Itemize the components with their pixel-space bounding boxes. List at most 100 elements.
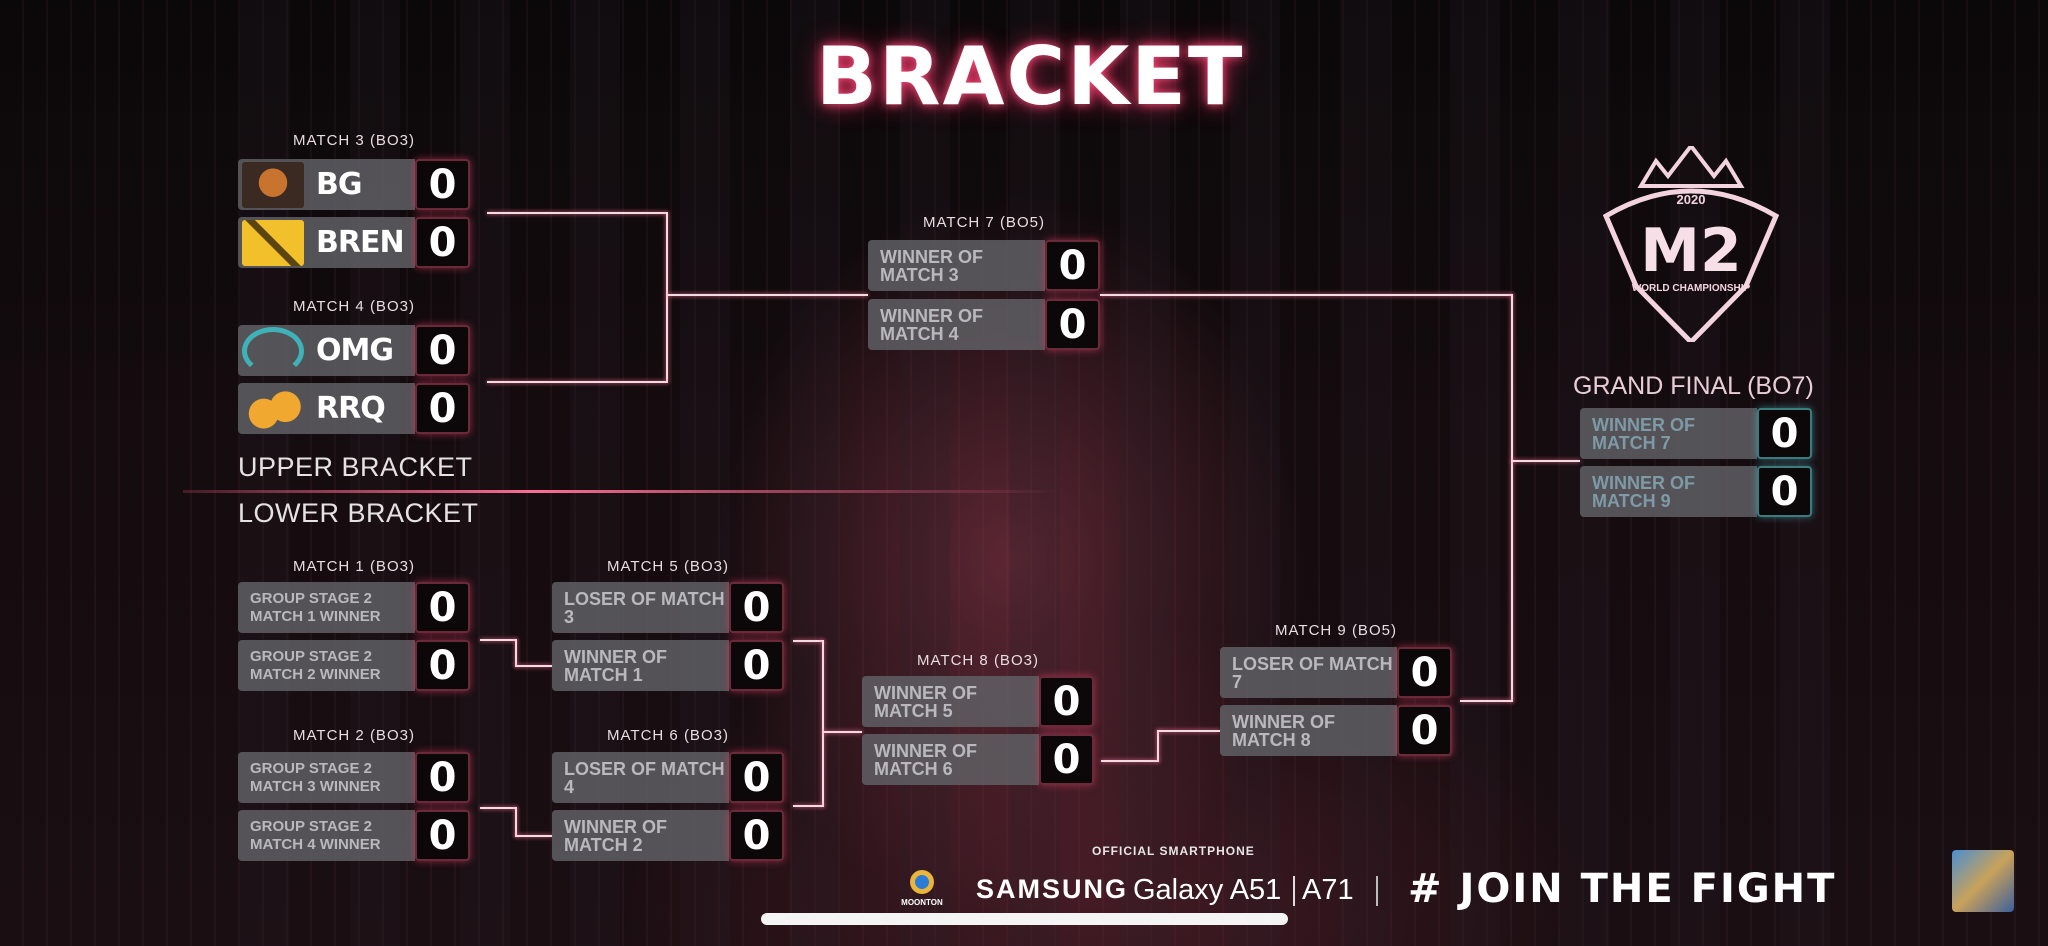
slot-name: WINNER OF MATCH 8	[1220, 705, 1397, 756]
connector	[1511, 294, 1513, 702]
score: 0	[415, 383, 470, 434]
score: 0	[1397, 705, 1452, 756]
score: 0	[415, 810, 470, 861]
connector	[487, 212, 667, 214]
score: 0	[729, 752, 784, 803]
score: 0	[729, 640, 784, 691]
match-1-label: MATCH 1 (BO3)	[293, 558, 415, 575]
connector	[515, 835, 552, 837]
galaxy-model: Galaxy A51	[1133, 874, 1282, 906]
score: 0	[1045, 240, 1100, 291]
team-name: RRQ	[316, 390, 386, 426]
connector	[515, 665, 552, 667]
m2-world-championship-logo: 2020 M2 WORLD CHAMPIONSHIP	[1596, 142, 1786, 346]
channel-avatar[interactable]	[1952, 850, 2014, 912]
score: 0	[415, 640, 470, 691]
slot-name: WINNER OF MATCH 6	[862, 734, 1039, 785]
divider	[1376, 876, 1378, 906]
score: 0	[1757, 408, 1812, 459]
slot-name: GROUP STAGE 2 MATCH 3 WINNER	[238, 752, 415, 803]
match-3-label: MATCH 3 (BO3)	[293, 132, 415, 149]
team-name: BG	[316, 166, 362, 202]
rrq-team-logo-icon	[242, 385, 304, 432]
connector	[793, 640, 824, 642]
match-3-team-b[interactable]: BREN 0	[238, 217, 470, 268]
score: 0	[415, 582, 470, 633]
connector	[515, 639, 517, 667]
connector	[822, 640, 824, 807]
page-title: BRACKET	[816, 30, 1245, 123]
score: 0	[415, 752, 470, 803]
match-4-label: MATCH 4 (BO3)	[293, 298, 415, 315]
slot-name: LOSER OF MATCH 4	[552, 752, 729, 803]
svg-text:2020: 2020	[1677, 192, 1706, 207]
score: 0	[415, 217, 470, 268]
slot-name: LOSER OF MATCH 7	[1220, 647, 1397, 698]
upper-bracket-label: UPPER BRACKET	[238, 452, 473, 482]
slot-name: GROUP STAGE 2 MATCH 1 WINNER	[238, 582, 415, 633]
slot-name: WINNER OF MATCH 7	[1580, 408, 1757, 459]
score: 0	[1039, 676, 1094, 727]
slot-name: WINNER OF MATCH 9	[1580, 466, 1757, 517]
connector	[1101, 760, 1159, 762]
slot-name: WINNER OF MATCH 2	[552, 810, 729, 861]
match-2-label: MATCH 2 (BO3)	[293, 727, 415, 744]
connector	[515, 807, 517, 837]
galaxy-model-2: A71	[1302, 874, 1354, 906]
match-9-label: MATCH 9 (BO5)	[1275, 622, 1397, 639]
slot-name: LOSER OF MATCH 3	[552, 582, 729, 633]
moonton-logo: MOONTON	[901, 870, 943, 907]
match-4-team-b[interactable]: RRQ 0	[238, 383, 470, 434]
slot-name: WINNER OF MATCH 1	[552, 640, 729, 691]
home-indicator[interactable]	[761, 913, 1288, 925]
slot-name: GROUP STAGE 2 MATCH 2 WINNER	[238, 640, 415, 691]
join-the-fight-hashtag: # JOIN THE FIGHT	[1408, 866, 1837, 912]
connector	[1460, 700, 1513, 702]
score: 0	[1757, 466, 1812, 517]
grand-final-label: GRAND FINAL (BO7)	[1573, 372, 1814, 400]
bren-team-logo-icon	[242, 219, 304, 266]
official-smartphone-label: OFFICIAL SMARTPHONE	[1092, 844, 1255, 858]
slot-name: GROUP STAGE 2 MATCH 4 WINNER	[238, 810, 415, 861]
match-7-label: MATCH 7 (BO5)	[923, 214, 1045, 231]
slot-name: WINNER OF MATCH 5	[862, 676, 1039, 727]
score: 0	[729, 810, 784, 861]
connector	[1100, 294, 1513, 296]
score: 0	[415, 325, 470, 376]
connector	[823, 731, 862, 733]
match-3-team-a[interactable]: BG 0	[238, 159, 470, 210]
slot-name: WINNER OF MATCH 4	[868, 299, 1045, 350]
connector	[1511, 460, 1580, 462]
omega-team-logo-icon	[242, 326, 304, 375]
svg-text:WORLD CHAMPIONSHIP: WORLD CHAMPIONSHIP	[1632, 283, 1751, 294]
lower-bracket-label: LOWER BRACKET	[238, 498, 479, 528]
score: 0	[1397, 647, 1452, 698]
bg-team-logo-icon	[242, 161, 304, 208]
svg-text:M2: M2	[1640, 216, 1741, 286]
score: 0	[729, 582, 784, 633]
match-4-team-a[interactable]: OMG 0	[238, 325, 470, 376]
score: 0	[1039, 734, 1094, 785]
samsung-logo: SAMSUNG	[976, 874, 1129, 904]
connector	[487, 381, 667, 383]
match-8-label: MATCH 8 (BO3)	[917, 652, 1039, 669]
match-6-label: MATCH 6 (BO3)	[607, 727, 729, 744]
slot-name: WINNER OF MATCH 3	[868, 240, 1045, 291]
moonton-icon	[910, 870, 934, 894]
